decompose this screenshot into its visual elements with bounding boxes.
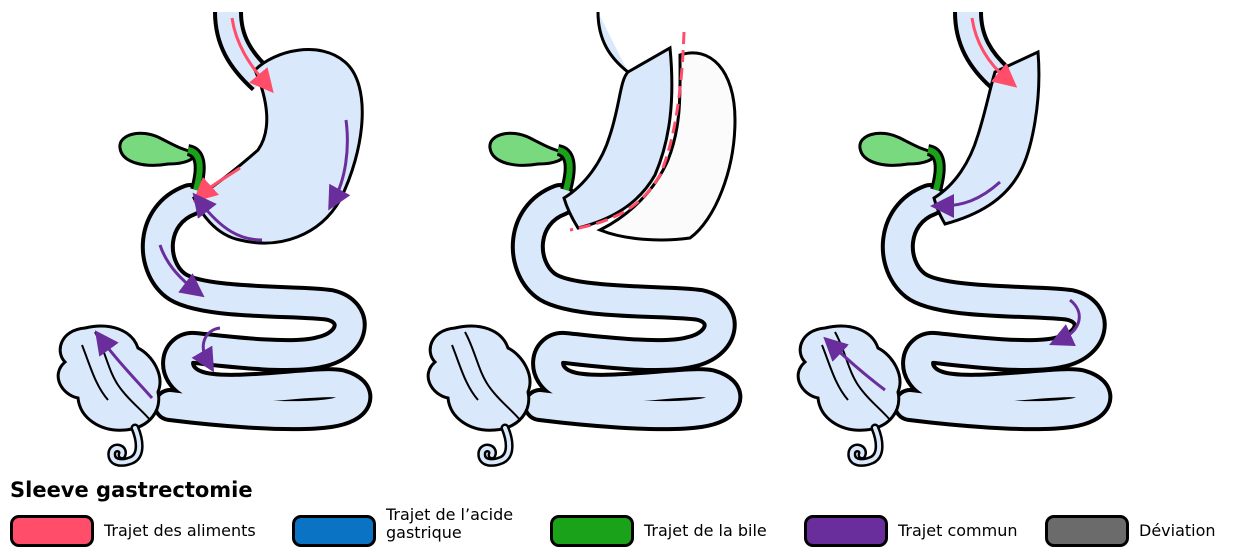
legend-item-food: Trajet des aliments [10, 515, 256, 547]
legend-swatch-gray [1045, 515, 1129, 547]
diagram-title: Sleeve gastrectomie [10, 478, 253, 502]
legend-item-common: Trajet commun [804, 515, 1018, 547]
legend: Trajet des aliments Trajet de l’acide ga… [0, 515, 1242, 558]
panel-sleeve [798, 12, 1095, 462]
legend-swatch-purple [804, 515, 888, 547]
legend-swatch-green [550, 515, 634, 547]
legend-label: Trajet commun [898, 522, 1018, 540]
panel-normal [58, 12, 362, 462]
legend-label: Trajet de la bile [644, 522, 767, 540]
legend-label: Déviation [1139, 522, 1216, 540]
legend-swatch-red [10, 515, 94, 547]
legend-swatch-blue [292, 515, 376, 547]
panel-cut [428, 12, 735, 462]
legend-item-acid: Trajet de l’acide gastrique [292, 515, 556, 547]
legend-label: Trajet des aliments [104, 522, 256, 540]
legend-label: Trajet de l’acide gastrique [386, 506, 556, 542]
legend-item-deviation: Déviation [1045, 515, 1216, 547]
legend-item-bile: Trajet de la bile [550, 515, 767, 547]
sleeve-gastrectomy-diagram [0, 0, 1242, 470]
